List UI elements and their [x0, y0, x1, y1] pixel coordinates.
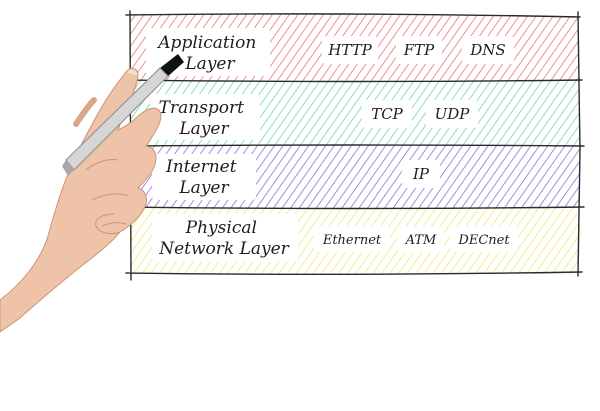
physical-network-layer-label-line-2: Network Layer: [158, 239, 289, 259]
label-backgrounds: [146, 28, 518, 262]
physical-network-layer-label-line-1: Physical: [185, 218, 257, 238]
transport-layer-label-line-2: Layer: [178, 119, 229, 139]
physical-network-layer-label: Physical Network Layer: [158, 218, 289, 259]
protocol-dns: DNS: [469, 41, 505, 59]
internet-layer-label: Internet Layer: [165, 157, 242, 198]
protocol-http: HTTP: [327, 41, 372, 59]
marker-pen: [62, 54, 184, 176]
protocol-ip: IP: [412, 165, 430, 183]
protocol-ethernet: Ethernet: [322, 233, 382, 248]
internet-layer-label-line-1: Internet: [165, 157, 237, 177]
protocol-atm: ATM: [405, 233, 437, 248]
transport-layer-label-line-1: Transport: [159, 98, 245, 118]
protocol-decnet: DECnet: [457, 233, 510, 248]
protocol-udp: UDP: [435, 105, 471, 123]
protocol-ftp: FTP: [403, 41, 435, 59]
application-layer-label: Application Layer: [156, 33, 261, 74]
application-layer-label-line-2: Layer: [184, 54, 235, 74]
hand-illustration: [0, 54, 184, 333]
internet-layer-label-line-2: Layer: [178, 178, 229, 198]
application-layer-label-line-1: Application: [156, 33, 256, 53]
transport-layer-label: Transport Layer: [159, 98, 250, 139]
protocol-tcp: TCP: [371, 105, 403, 123]
